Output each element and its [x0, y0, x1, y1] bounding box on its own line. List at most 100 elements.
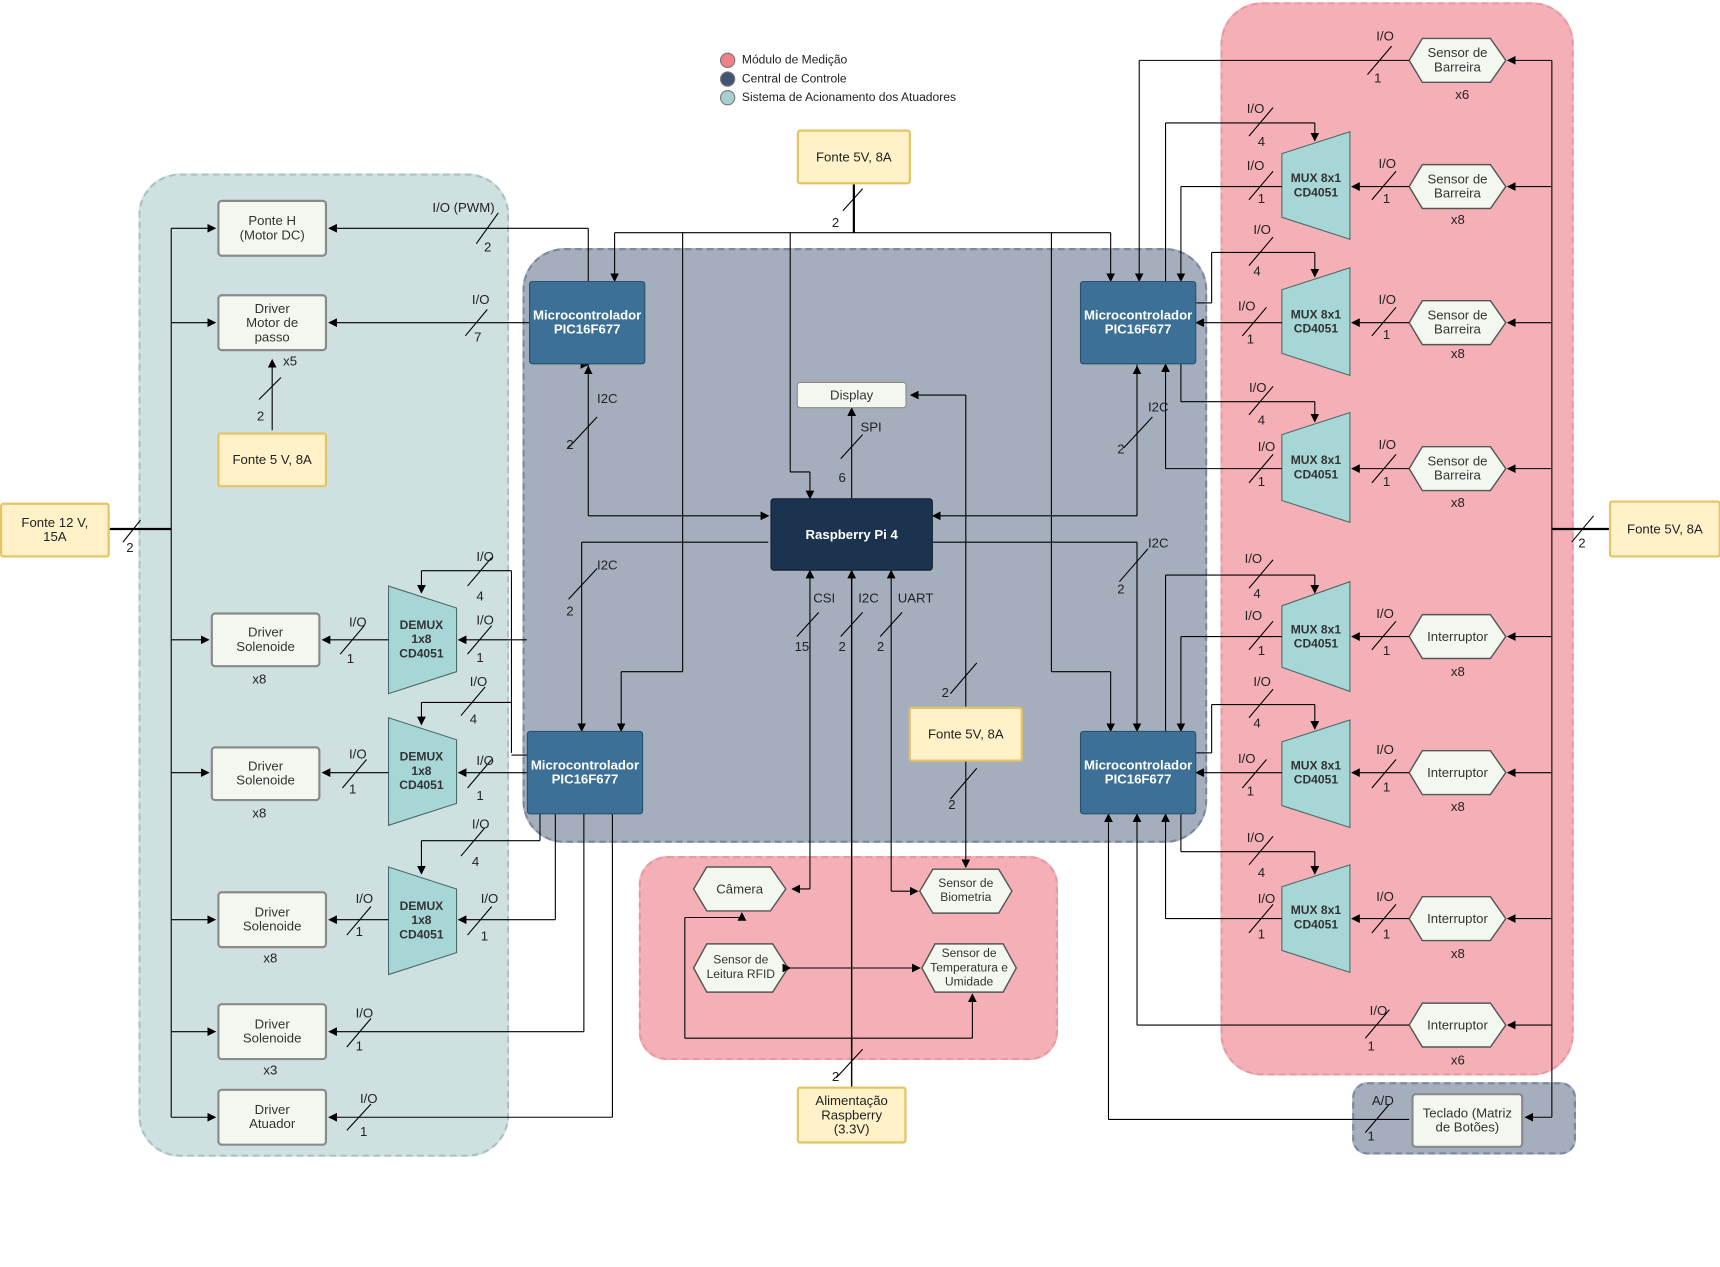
label-width: 15: [794, 638, 810, 655]
label-io: I/O: [1246, 829, 1265, 846]
mux-6: MUX 8x1 CD4051: [1290, 904, 1342, 932]
demux-2: DEMUX 1x8 CD4051: [399, 750, 444, 792]
mux-shape: [1281, 411, 1351, 524]
qty-interruptor-4: x6: [1450, 1052, 1465, 1068]
label-width: 4: [469, 711, 478, 727]
mux-4: MUX 8x1 CD4051: [1290, 623, 1342, 651]
label-width: 1: [1382, 643, 1391, 659]
legend-item-central: Central de Controle: [719, 69, 956, 88]
label-width: 4: [1253, 263, 1261, 279]
sensor-shape: [918, 868, 1013, 914]
sensor-shape: [692, 866, 787, 912]
qty-interruptor-1: x8: [1450, 663, 1465, 680]
interruptor-4: Interruptor: [1427, 1016, 1488, 1033]
label-spi: SPI: [860, 419, 882, 435]
demux-1: DEMUX 1x8 CD4051: [399, 618, 444, 661]
label-width: 1: [1367, 1038, 1375, 1054]
label-io: I/O: [476, 612, 494, 628]
label-i2c: I2C: [597, 557, 618, 573]
raspberry-pi: Raspberry Pi 4: [770, 498, 933, 571]
diagram-svg: [109, 37, 1609, 1133]
label-width: 4: [471, 853, 480, 870]
sensor-temperatura: Sensor de Temperatura e Umidade: [930, 946, 1009, 989]
label-width: 2: [831, 1068, 840, 1085]
label-io: I/O: [1376, 741, 1394, 758]
label-width: 1: [1367, 1128, 1375, 1144]
label-io: I/O: [1244, 550, 1263, 567]
label-width: 1: [1257, 474, 1266, 490]
label-width: 2: [483, 239, 492, 255]
mux-shape: [1281, 130, 1351, 241]
label-io: I/O: [476, 548, 494, 565]
label-width: 2: [948, 796, 956, 813]
label-io: I/O: [1248, 379, 1267, 396]
qty-barreira-4: x8: [1450, 494, 1465, 511]
mux-shape: [1281, 267, 1351, 377]
interruptor-2: Interruptor: [1427, 764, 1488, 780]
qty-motor: x5: [283, 353, 298, 369]
label-width: 1: [1382, 190, 1391, 207]
label-i2c: I2C: [858, 590, 879, 606]
mcu-bottom-right: Microcontrolador PIC16F677: [1079, 730, 1197, 815]
label-width: 7: [474, 329, 482, 345]
label-csi: CSI: [813, 590, 836, 606]
label-width: 2: [876, 638, 885, 655]
label-width: 1: [1382, 779, 1391, 795]
sensor-barreira-4: Sensor de Barreira: [1427, 453, 1488, 483]
legend-label: Central de Controle: [741, 71, 847, 86]
label-io: I/O: [1244, 608, 1263, 624]
label-io: I/O: [349, 746, 367, 762]
driver-motor-passo: Driver Motor de passo: [217, 294, 328, 352]
qty-solenoide-2: x8: [252, 805, 267, 821]
label-width: 4: [1257, 133, 1266, 150]
qty-solenoide-1: x8: [252, 671, 267, 688]
sensor-barreira-2: Sensor de Barreira: [1427, 171, 1488, 201]
legend-dot: [719, 89, 736, 105]
mux-shape: [1281, 864, 1351, 974]
label-width: 1: [355, 1038, 363, 1054]
label-io: I/O: [1253, 221, 1271, 238]
driver-solenoide-2: Driver Solenoide: [210, 746, 321, 802]
mux-shapes: [387, 130, 1351, 976]
demux-3: DEMUX 1x8 CD4051: [399, 899, 444, 942]
label-width: 2: [1117, 581, 1125, 598]
label-width: 1: [1374, 70, 1382, 86]
connection-lines: [109, 55, 1609, 1122]
qty-barreira-2: x8: [1450, 211, 1465, 228]
sensor-barreira-1: Sensor de Barreira: [1427, 44, 1488, 75]
label-io: I/O: [480, 891, 499, 907]
label-i2c: I2C: [1147, 399, 1169, 415]
label-io: I/O: [1246, 100, 1265, 117]
label-i2c: I2C: [597, 390, 618, 407]
label-io: I/O: [1376, 28, 1394, 44]
driver-solenoide-1: Driver Solenoide: [210, 612, 321, 668]
label-i2c: I2C: [1147, 535, 1169, 551]
label-width: 2: [1117, 441, 1125, 457]
driver-atuador: Driver Atuador: [217, 1088, 328, 1146]
label-width: 1: [1382, 926, 1391, 942]
label-io-pwm: I/O (PWM): [432, 199, 495, 216]
label-io: I/O: [359, 1090, 378, 1107]
label-width: 2: [566, 436, 574, 453]
label-width: 1: [349, 781, 357, 797]
legend-item-acionamento: Sistema de Acionamento dos Atuadores: [719, 88, 956, 107]
demux-shape: [387, 866, 458, 976]
label-io: I/O: [471, 816, 490, 832]
label-io: I/O: [1246, 158, 1265, 174]
sensor-shape: [921, 943, 1018, 993]
legend-item-medicao: Módulo de Medição: [719, 50, 956, 69]
label-io: I/O: [355, 891, 374, 907]
teclado: Teclado (Matriz de Botões): [1411, 1093, 1524, 1148]
label-io: I/O: [1378, 291, 1397, 308]
qty-solenoide-4: x3: [263, 1062, 278, 1078]
label-width: 1: [359, 1123, 368, 1140]
mux-1: MUX 8x1 CD4051: [1290, 172, 1342, 200]
label-uart: UART: [897, 590, 934, 606]
label-io: I/O: [1257, 439, 1276, 455]
qty-solenoide-3: x8: [263, 950, 278, 966]
supply-5v-center: Fonte 5V, 8A: [908, 706, 1023, 762]
mux-3: MUX 8x1 CD4051: [1290, 454, 1342, 482]
label-width: 2: [838, 638, 846, 655]
label-width: 1: [1257, 926, 1266, 942]
